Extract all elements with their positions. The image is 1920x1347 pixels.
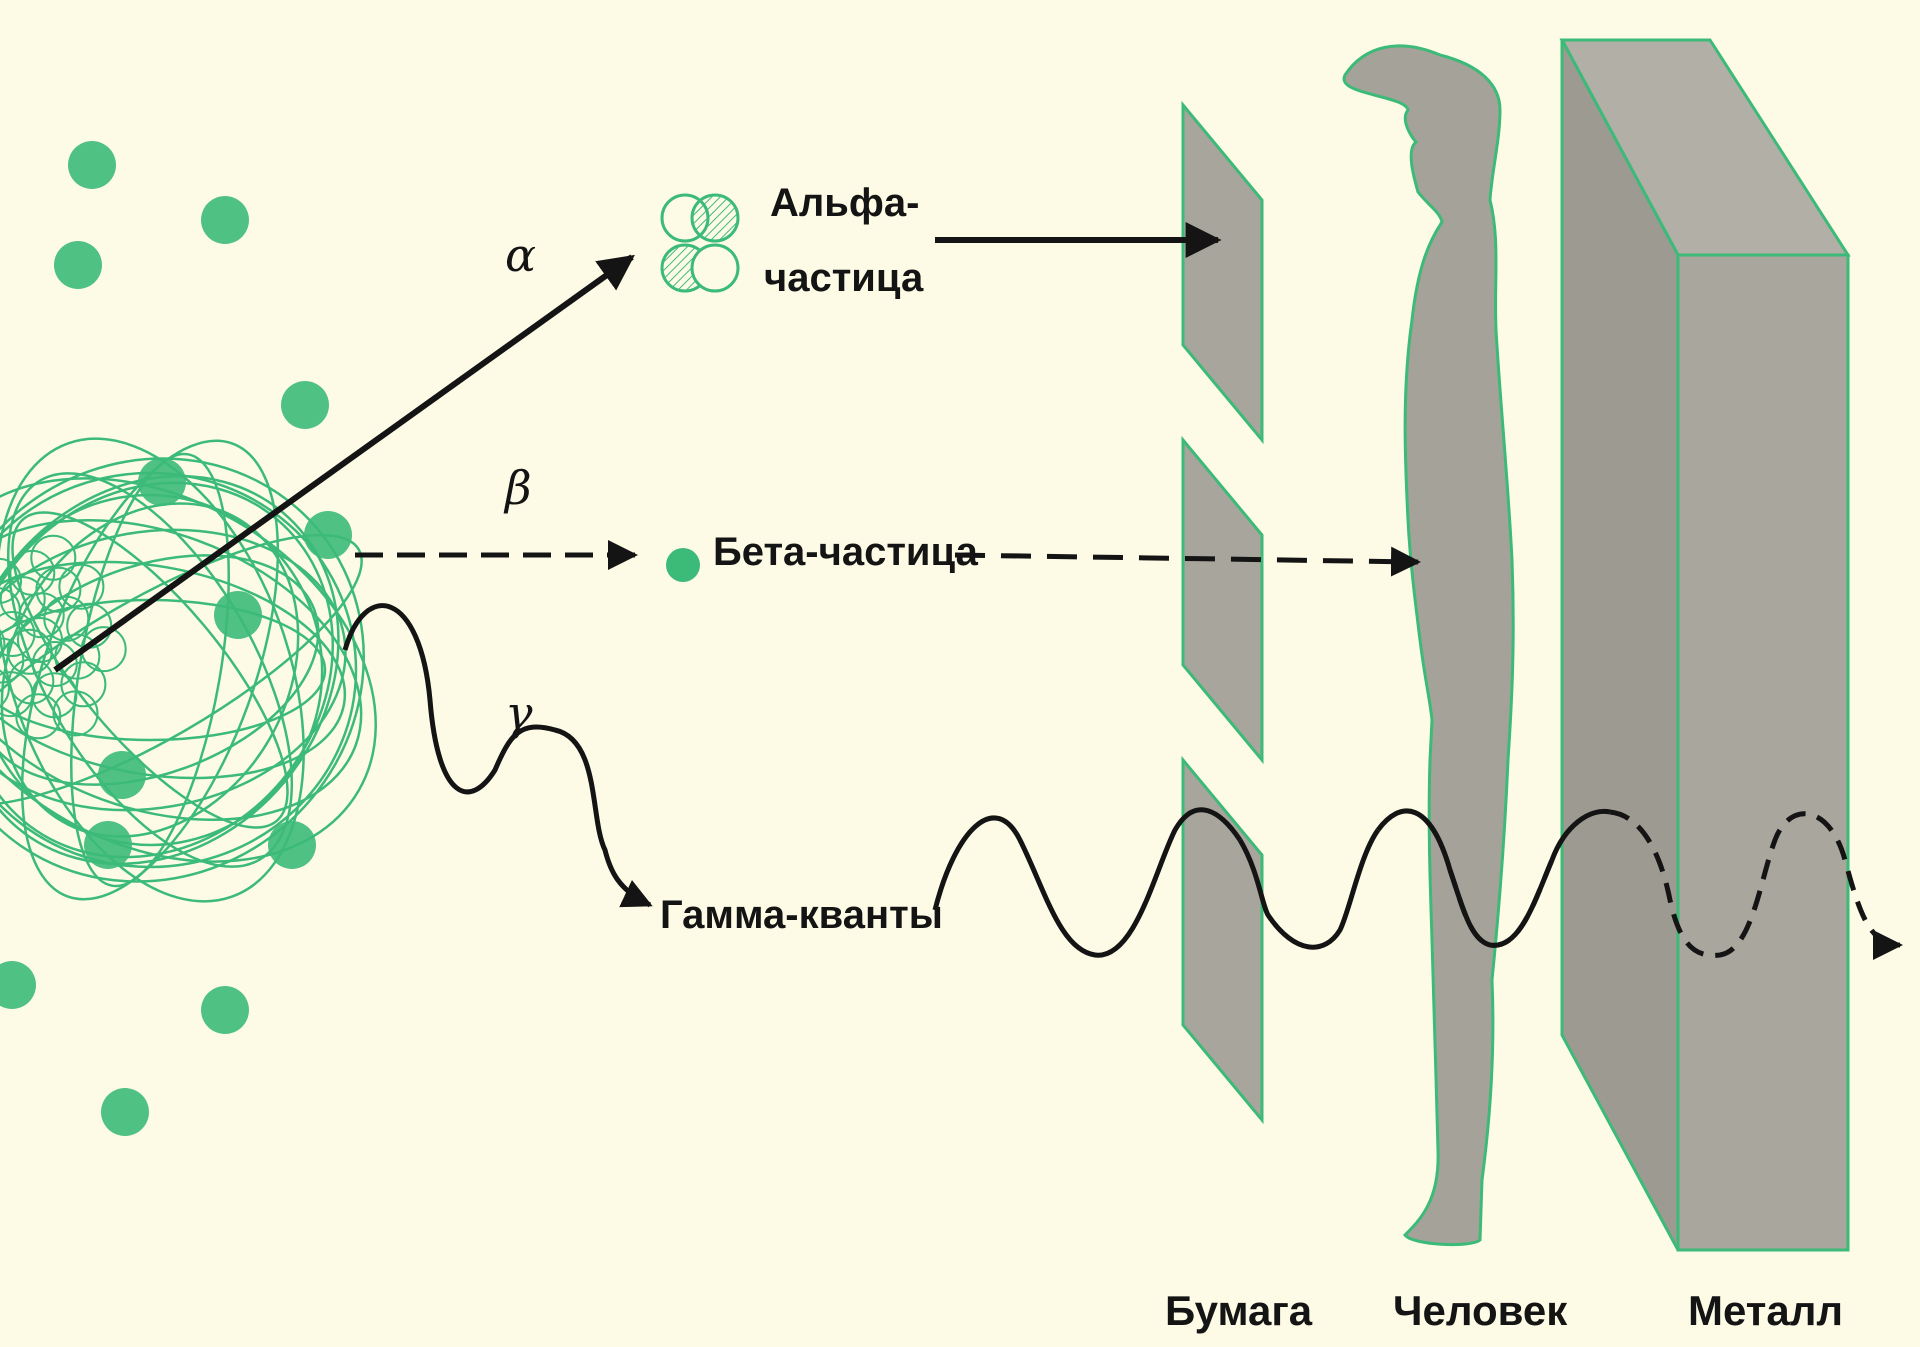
electron <box>138 458 186 506</box>
beta-label: Бета-частица <box>713 532 978 572</box>
paper-barrier-icon <box>1183 105 1262 1120</box>
paper-label: Бумага <box>1165 1290 1312 1332</box>
electron <box>84 821 132 869</box>
electron <box>214 591 262 639</box>
electron <box>304 511 352 559</box>
gamma-label: Гамма-кванты <box>660 895 943 935</box>
electron <box>98 751 146 799</box>
gamma-symbol: γ <box>505 690 533 736</box>
gamma-ray-wave <box>345 606 650 905</box>
alpha-label-line2: частица <box>764 258 923 298</box>
electron <box>101 1088 149 1136</box>
electron <box>54 241 102 289</box>
metal-block-icon <box>1562 40 1848 1250</box>
beta-stopped-arrow <box>955 555 1418 562</box>
atom-icon <box>0 141 450 1136</box>
electron <box>268 821 316 869</box>
human-silhouette-icon <box>1344 46 1513 1245</box>
human-label: Человек <box>1393 1290 1567 1332</box>
beta-particle-icon <box>666 548 700 582</box>
alpha-particle-icon <box>662 195 738 291</box>
metal-label: Металл <box>1688 1290 1843 1332</box>
electron <box>68 141 116 189</box>
beta-symbol: β <box>505 465 532 511</box>
alpha-symbol: α <box>505 232 536 278</box>
electron-orbit <box>0 512 350 827</box>
electron <box>281 381 329 429</box>
alpha-label-line1: Альфа- <box>770 183 919 223</box>
electron <box>0 961 36 1009</box>
electron <box>201 196 249 244</box>
electron <box>201 986 249 1034</box>
alpha-ray-arrow <box>55 257 632 670</box>
